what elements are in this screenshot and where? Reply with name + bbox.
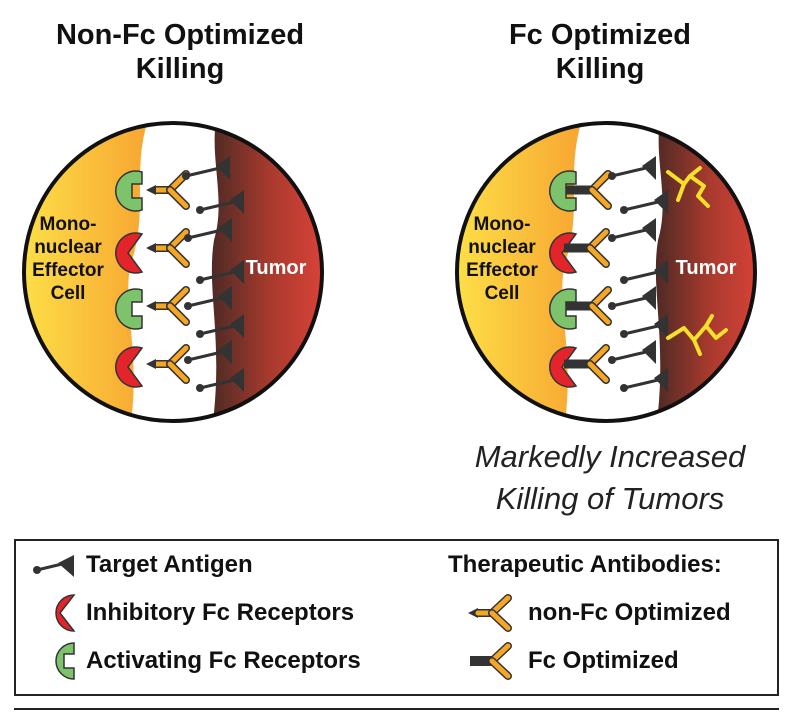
right-panel: Mono- nuclear Effector Cell Tumor [455,121,757,423]
activating-receptor-icon [115,288,143,330]
killing-lightning-icon [666,314,728,356]
right-panel-title: Fc Optimized Killing [440,18,760,86]
inhibitory-receptor-icon [115,232,144,274]
left-cell-label-3: Effector [32,260,104,281]
non-fc-antibody-icon [468,594,512,632]
legend-non-fc-optimized: non-Fc Optimized [528,599,731,626]
activating-receptor-icon [549,288,577,330]
right-title-line1: Fc Optimized [508,19,692,51]
killing-lightning-icon [666,166,710,208]
left-cell-label-2: nuclear [34,237,102,258]
right-title-line2: Killing [555,53,645,85]
right-cell-label-2: nuclear [468,237,536,258]
inhibitory-receptor-icon [549,346,578,388]
right-tumor-label: Tumor [676,257,737,279]
legend-target-antigen: Target Antigen [86,551,253,578]
left-tumor-label: Tumor [246,257,307,279]
caption-line1: Markedly Increased [474,439,746,474]
left-panel-circle [22,121,324,423]
left-panel-title: Non-Fc Optimized Killing [20,18,340,86]
right-panel-circle [455,121,757,423]
left-panel: Mono- nuclear Effector Cell Tumor [22,121,324,423]
legend-fc-optimized: Fc Optimized [528,647,679,674]
caption-line2: Killing of Tumors [495,481,725,516]
legend-antibodies-heading: Therapeutic Antibodies: [448,551,722,578]
right-cell-label-4: Cell [485,283,520,304]
activating-receptor-icon [55,642,75,680]
activating-receptor-icon [549,170,577,212]
right-cell-label-3: Effector [466,260,538,281]
left-title-line2: Killing [135,53,225,85]
inhibitory-receptor-icon [549,232,578,274]
legend-activating: Activating Fc Receptors [86,647,361,674]
inhibitory-receptor-icon [115,346,144,388]
legend-box: Target Antigen Inhibitory Fc Receptors A… [14,539,779,696]
right-panel-caption: Markedly Increased Killing of Tumors [430,436,790,520]
right-cell-label-1: Mono- [474,214,531,235]
left-cell-label-1: Mono- [40,214,97,235]
diagram-scene: Mono- nuclear Effector Cell Tumor [22,121,757,423]
fc-antibody-icon [470,642,512,680]
bottom-divider [14,708,779,710]
legend-inhibitory: Inhibitory Fc Receptors [86,599,355,626]
left-title-line1: Non-Fc Optimized [55,19,305,51]
inhibitory-receptor-icon [55,594,76,632]
activating-receptor-icon [115,170,143,212]
left-cell-label-4: Cell [51,283,86,304]
target-antigen-icon [33,555,74,577]
